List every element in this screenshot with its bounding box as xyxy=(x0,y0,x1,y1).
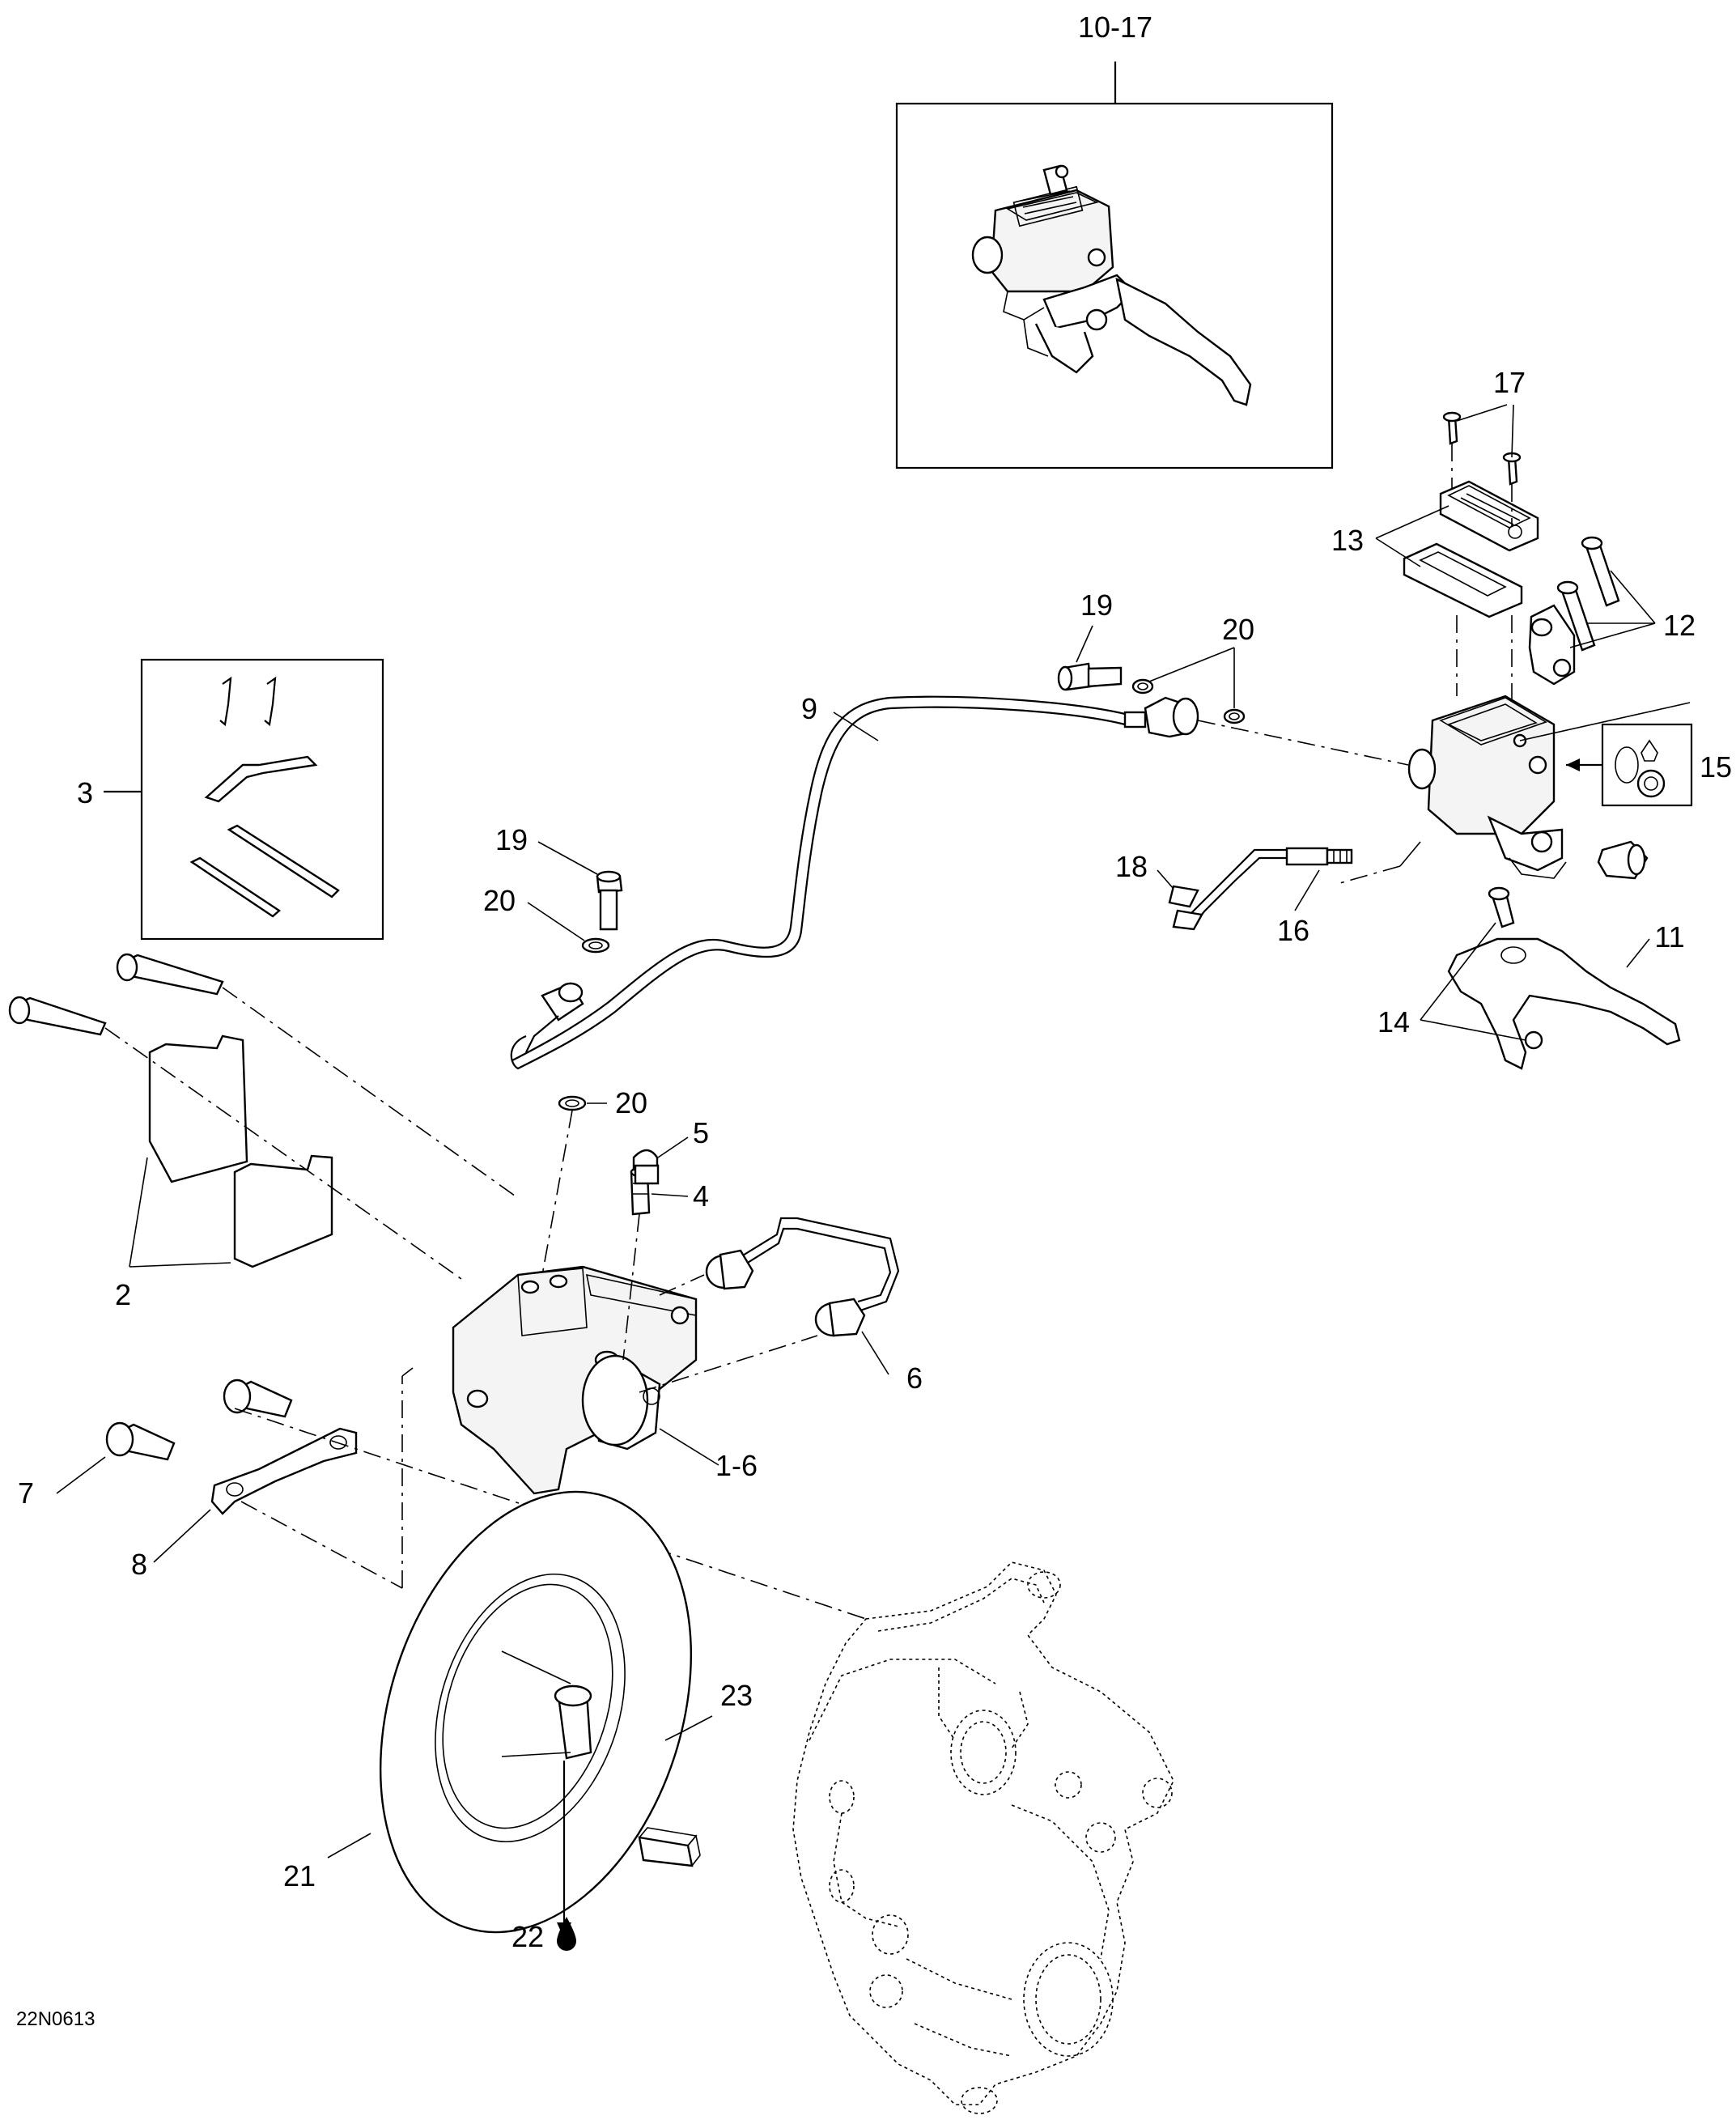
caliper-mount-bolts-and-lock-plate xyxy=(105,1367,867,1620)
callout-14: 14 xyxy=(1377,1005,1410,1039)
callout-11: 11 xyxy=(1654,920,1684,954)
callout-12: 12 xyxy=(1663,609,1696,642)
brake-switch-parts xyxy=(1168,847,1353,931)
lower-banjo-bolt-and-washers xyxy=(541,870,623,1276)
callout-21: 21 xyxy=(283,1859,316,1892)
callout-9: 9 xyxy=(801,692,817,725)
callout-19-upper: 19 xyxy=(1080,588,1113,622)
reservoir-cover-parts xyxy=(1403,411,1539,704)
caliper-bolts-and-pads xyxy=(8,953,519,1280)
oil-drop-icon xyxy=(557,1917,576,1951)
callout-16: 16 xyxy=(1277,914,1309,947)
pad-spring-pin-kit-box xyxy=(104,658,384,941)
brake-lever-parts xyxy=(1447,886,1681,1070)
callout-2: 2 xyxy=(115,1278,131,1311)
handlebar-clamp-parts xyxy=(1528,536,1620,686)
callout-15: 15 xyxy=(1700,750,1732,784)
callout-23: 23 xyxy=(720,1679,753,1712)
master-cylinder-assembly-box xyxy=(895,62,1334,469)
callout-20-upper: 20 xyxy=(1222,613,1254,646)
brake-disc xyxy=(379,1490,701,1939)
callout-19-lower: 19 xyxy=(495,823,528,856)
callout-3: 3 xyxy=(77,776,93,809)
brake-hose xyxy=(510,695,1199,1070)
brake-caliper xyxy=(452,1149,900,1495)
callout-7: 7 xyxy=(18,1476,34,1510)
seal-kit-callout xyxy=(1519,702,1693,807)
chaincase-housing xyxy=(792,1561,1174,2114)
callout-17: 17 xyxy=(1493,366,1526,399)
callout-4: 4 xyxy=(693,1179,709,1213)
diagram-code: 22N0613 xyxy=(16,2008,95,2030)
callout-6: 6 xyxy=(906,1361,923,1395)
callout-20-lower: 20 xyxy=(483,884,516,917)
master-cylinder-body xyxy=(1197,695,1649,885)
upper-banjo-bolt-and-washers xyxy=(1057,662,1246,724)
callout-22: 22 xyxy=(511,1920,544,1953)
callout-13: 13 xyxy=(1331,524,1364,557)
callout-5: 5 xyxy=(693,1116,709,1149)
callout-1-6: 1-6 xyxy=(715,1449,758,1482)
master-cylinder-assembly-illustration xyxy=(971,164,1252,406)
callout-10-17: 10-17 xyxy=(1078,11,1152,44)
callout-18: 18 xyxy=(1115,850,1148,883)
callout-numbers: 10-17 17 13 12 19 20 9 15 3 19 20 18 16 … xyxy=(16,11,1732,2030)
callout-20-middle: 20 xyxy=(615,1086,647,1119)
seal-kit-icon xyxy=(1615,739,1666,798)
callout-leaders xyxy=(56,404,1656,1858)
callout-8: 8 xyxy=(131,1548,147,1581)
